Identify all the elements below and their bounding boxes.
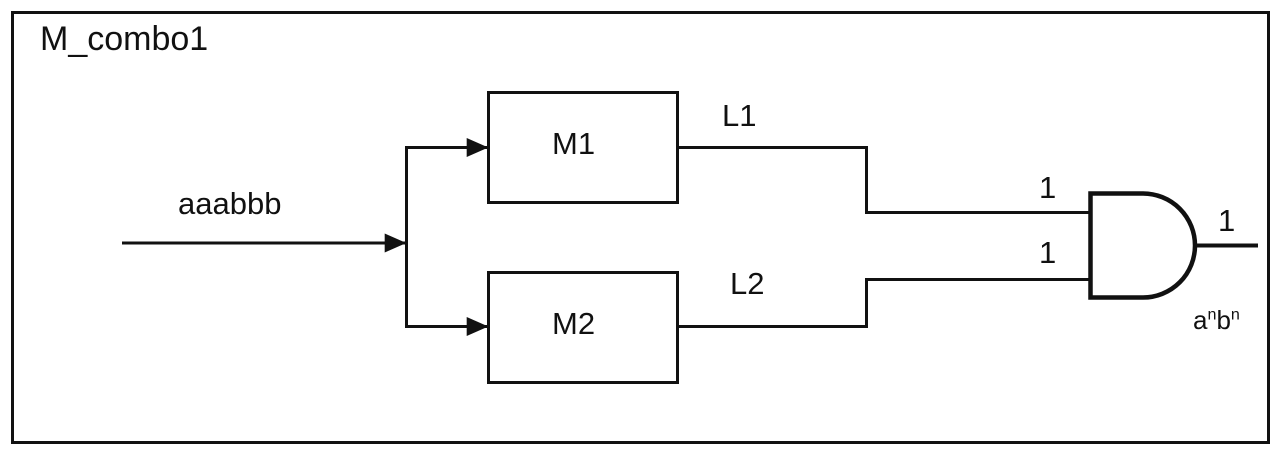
block-m1[interactable]: [487, 91, 679, 204]
block-m2[interactable]: [487, 271, 679, 384]
block-m1-label: M1: [552, 126, 596, 161]
and-gate-output-value: 1: [1218, 203, 1236, 238]
wire-l2: [678, 278, 1090, 328]
and-gate-input-bottom-value: 1: [1039, 235, 1057, 270]
and-gate-output-label: anbn: [1193, 305, 1240, 335]
and-gate[interactable]: [1088, 191, 1198, 300]
input-label: aaabbb: [178, 186, 282, 221]
wire-l1: [678, 146, 1090, 214]
wire-l1-label: L1: [722, 98, 757, 133]
wire-l2-label: L2: [730, 266, 765, 301]
block-m2-label: M2: [552, 306, 596, 341]
diagram-title: M_combo1: [40, 20, 209, 58]
and-gate-input-top-value: 1: [1039, 170, 1057, 205]
